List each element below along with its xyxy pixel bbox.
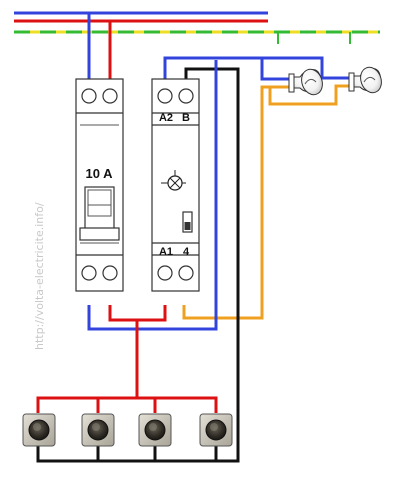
lamp-1 xyxy=(288,68,323,96)
switched-wire-lamp2-link xyxy=(262,84,350,106)
return-wire xyxy=(36,67,240,463)
phase-wire-relay xyxy=(108,305,167,322)
breaker-screw-bottom-right xyxy=(102,265,118,281)
breaker-screw-bottom-left xyxy=(81,265,97,281)
relay-screw-a1 xyxy=(157,265,173,281)
relay-screw-4 xyxy=(178,265,194,281)
breaker-toggle xyxy=(79,186,120,241)
pushbutton-3 xyxy=(138,413,172,447)
impulse-relay: A2 B A1 4 xyxy=(151,78,200,292)
relay-terminal-4: 4 xyxy=(183,246,190,258)
relay-terminal-a1: A1 xyxy=(159,246,173,258)
watermark-text: http://volta-electricite.info/ xyxy=(33,202,46,350)
relay-terminal-a2: A2 xyxy=(159,112,173,124)
circuit-breaker: 10 A xyxy=(75,78,124,292)
relay-screw-b xyxy=(178,88,194,104)
neutral-wire-lamp2 xyxy=(262,56,350,80)
pushbutton-1 xyxy=(22,413,56,447)
relay-screw-a2 xyxy=(157,88,173,104)
breaker-screw-top-right xyxy=(102,88,118,104)
relay-terminal-b: B xyxy=(182,112,190,124)
pushbutton-4 xyxy=(199,413,233,447)
neutral-wire-relay xyxy=(87,60,218,331)
pushbutton-2 xyxy=(81,413,115,447)
breaker-rating-label: 10 A xyxy=(86,166,114,181)
switched-wire-lamp2 xyxy=(318,86,350,104)
relay-manual-switch xyxy=(182,211,193,233)
breaker-screw-top-left xyxy=(81,88,97,104)
lamp-2 xyxy=(348,66,382,94)
phase-bus-pushbuttons xyxy=(36,396,218,413)
lamp-symbol-icon xyxy=(161,170,186,191)
